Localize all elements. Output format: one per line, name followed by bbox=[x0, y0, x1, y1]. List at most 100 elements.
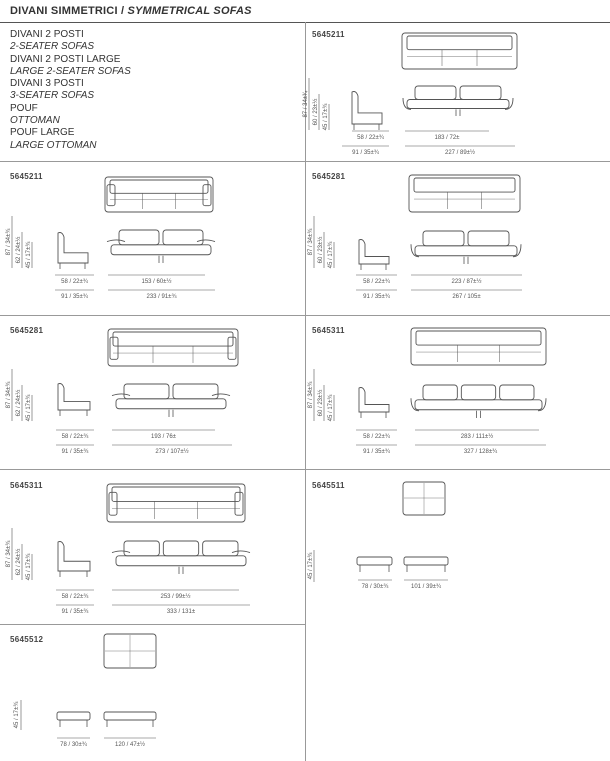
width-dimension: 91 / 35±¾ bbox=[62, 449, 90, 455]
legend-item: 2-SEATER SOFAS bbox=[10, 41, 95, 53]
height-dimension: 87 / 34±¾ bbox=[6, 228, 12, 256]
width-dimension: 193 / 76± bbox=[151, 434, 177, 440]
width-dimension: 183 / 72± bbox=[435, 135, 461, 141]
height-dimension: 62 / 24±½ bbox=[15, 237, 22, 264]
width-dimension: 58 / 22±¾ bbox=[62, 594, 90, 600]
row-divider-4 bbox=[0, 624, 305, 625]
height-dimension: 60 / 23±½ bbox=[317, 390, 324, 417]
sofa-seat bbox=[110, 244, 212, 256]
height-dimension: 87 / 34±¾ bbox=[6, 381, 12, 409]
legend-item: POUF bbox=[10, 102, 38, 114]
back-cushion bbox=[460, 384, 497, 401]
height-dimension: 45 / 17±¾ bbox=[26, 394, 32, 422]
width-dimension: 78 / 30±¾ bbox=[60, 742, 88, 748]
sofa-backrest bbox=[406, 35, 513, 51]
ottoman-side-view bbox=[56, 711, 91, 721]
width-dimension: 283 / 111±½ bbox=[461, 433, 493, 440]
sofa-backrest bbox=[109, 179, 209, 194]
ottoman-front-view bbox=[403, 556, 449, 566]
width-dimension: 267 / 105± bbox=[452, 294, 481, 300]
back-cushion bbox=[172, 383, 219, 400]
product-code: 5645211 bbox=[312, 30, 345, 39]
back-cushion bbox=[422, 230, 465, 247]
sofa-top-view bbox=[408, 174, 521, 213]
sofa-top-view bbox=[401, 32, 518, 70]
row-divider-1 bbox=[0, 161, 610, 162]
ottoman-top-view bbox=[402, 481, 446, 516]
legend-item: LARGE OTTOMAN bbox=[10, 139, 97, 151]
back-cushion bbox=[123, 540, 160, 557]
back-cushion bbox=[422, 384, 458, 401]
width-dimension: 91 / 35±¾ bbox=[363, 294, 391, 300]
width-dimension: 273 / 107±½ bbox=[155, 448, 188, 455]
sofa-top-view bbox=[104, 176, 214, 213]
row-divider-3 bbox=[0, 469, 610, 470]
back-cushion bbox=[467, 230, 510, 247]
armrest bbox=[106, 239, 126, 242]
height-dimension: 45 / 17±¾ bbox=[328, 241, 334, 269]
sofa-backrest bbox=[112, 331, 234, 347]
back-cushion bbox=[202, 540, 239, 557]
armrest bbox=[111, 550, 131, 553]
product-code: 5645281 bbox=[10, 326, 44, 335]
sofa-top-view bbox=[106, 483, 246, 523]
product-code: 5645211 bbox=[10, 172, 43, 181]
back-cushion bbox=[162, 540, 200, 557]
armrest bbox=[504, 97, 514, 110]
sofa-top-view bbox=[107, 328, 239, 367]
product-code: 5645281 bbox=[312, 172, 346, 181]
title-english: SYMMETRICAL SOFAS bbox=[127, 5, 252, 17]
legend-item: DIVANI 2 POSTI LARGE bbox=[10, 53, 121, 65]
sofa-side-view bbox=[57, 383, 91, 411]
height-dimension: 45 / 17±¾ bbox=[26, 241, 32, 269]
back-cushion bbox=[118, 229, 160, 246]
width-dimension: 58 / 22±¾ bbox=[363, 434, 391, 440]
armrest bbox=[512, 244, 522, 258]
sofa-seat bbox=[115, 398, 227, 410]
width-dimension: 91 / 35±¾ bbox=[363, 449, 391, 455]
armrest-pad bbox=[227, 336, 237, 360]
ottoman-top-view bbox=[103, 633, 157, 669]
armrest bbox=[402, 97, 412, 110]
width-dimension: 333 / 131± bbox=[167, 609, 196, 615]
legend-item: DIVANI 3 POSTI bbox=[10, 78, 84, 90]
back-cushion bbox=[499, 384, 535, 401]
width-dimension: 91 / 35±¾ bbox=[61, 294, 89, 300]
width-dimension: 153 / 60±½ bbox=[142, 278, 172, 285]
armrest-pad bbox=[202, 184, 212, 207]
armrest-pad bbox=[109, 336, 119, 360]
width-dimension: 227 / 89±½ bbox=[445, 149, 475, 156]
sofa-side-view bbox=[351, 91, 383, 125]
width-dimension: 101 / 39±¾ bbox=[411, 584, 442, 590]
armrest bbox=[231, 550, 251, 553]
title-separator: / bbox=[117, 5, 128, 17]
sofa-backrest bbox=[415, 330, 542, 346]
armrest bbox=[196, 239, 216, 242]
armrest bbox=[410, 398, 420, 412]
sofa-backrest bbox=[413, 177, 516, 193]
armrest-pad bbox=[234, 491, 244, 516]
back-cushion bbox=[162, 229, 204, 246]
column-divider bbox=[305, 22, 306, 761]
sofa-seat bbox=[414, 399, 543, 411]
product-code: 5645511 bbox=[312, 481, 345, 490]
product-code: 5645311 bbox=[312, 326, 345, 335]
back-cushion bbox=[123, 383, 170, 400]
height-dimension: 87 / 34±³⁄₄ bbox=[303, 90, 309, 118]
height-dimension: 62 / 24±½ bbox=[15, 390, 22, 417]
width-dimension: 58 / 22±¾ bbox=[61, 279, 89, 285]
sofa-side-view bbox=[57, 541, 91, 572]
legend-item: 3-SEATER SOFAS bbox=[10, 90, 95, 102]
product-legend: DIVANI 2 POSTI 2-SEATER SOFAS DIVANI 2 P… bbox=[10, 29, 131, 152]
height-dimension: 60 / 23±½ bbox=[312, 99, 319, 126]
width-dimension: 58 / 22±¾ bbox=[62, 434, 90, 440]
height-dimension: 87 / 34±¾ bbox=[308, 228, 314, 256]
armrest-pad bbox=[108, 491, 118, 516]
width-dimension: 58 / 22±¾ bbox=[363, 279, 391, 285]
sofa-backrest bbox=[111, 486, 241, 502]
product-code: 5645311 bbox=[10, 481, 43, 490]
title-italian: DIVANI SIMMETRICI bbox=[10, 5, 118, 17]
armrest-pad bbox=[106, 184, 116, 207]
legend-item: OTTOMAN bbox=[10, 115, 60, 127]
